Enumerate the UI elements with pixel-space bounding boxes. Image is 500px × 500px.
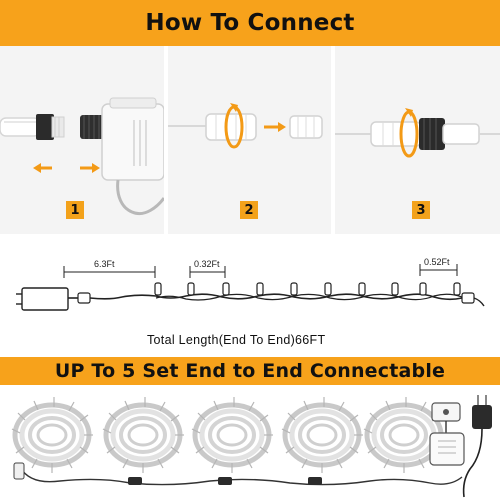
end-connector-icon (461, 292, 475, 304)
connectable-banner: UP To 5 Set End to End Connectable (0, 357, 500, 385)
step-2-illustration (168, 103, 323, 149)
total-length-text: Total Length(End To End)66FT (147, 333, 326, 347)
light-sets-illustration (0, 385, 492, 498)
connectable-banner-text: UP To 5 Set End to End Connectable (54, 360, 446, 382)
how-to-connect-title: How To Connect (145, 10, 355, 36)
step-1-illustration (0, 97, 164, 215)
power-adapter-icon (21, 287, 69, 311)
dimension-lines (63, 264, 458, 278)
panel-divider (331, 46, 335, 234)
lead-wire-length-label: 6.3Ft (94, 259, 115, 269)
plug-icon (472, 405, 492, 429)
connector-icon (77, 292, 91, 304)
light-set-1 (12, 397, 93, 473)
step-2-badge: 2 (240, 201, 258, 219)
transformer-icon (429, 432, 465, 466)
light-set-3 (192, 397, 273, 473)
panel-divider (164, 46, 168, 234)
tail-length-label: 0.52Ft (424, 257, 450, 267)
how-to-connect-banner: How To Connect (0, 0, 500, 46)
step-3-badge: 3 (412, 201, 430, 219)
step-3-illustration (335, 108, 500, 158)
light-set-2 (103, 397, 184, 473)
bulb-icons (154, 282, 461, 296)
step-1-badge: 1 (66, 201, 84, 219)
bulb-spacing-label: 0.32Ft (194, 259, 220, 269)
light-set-4 (282, 397, 363, 473)
